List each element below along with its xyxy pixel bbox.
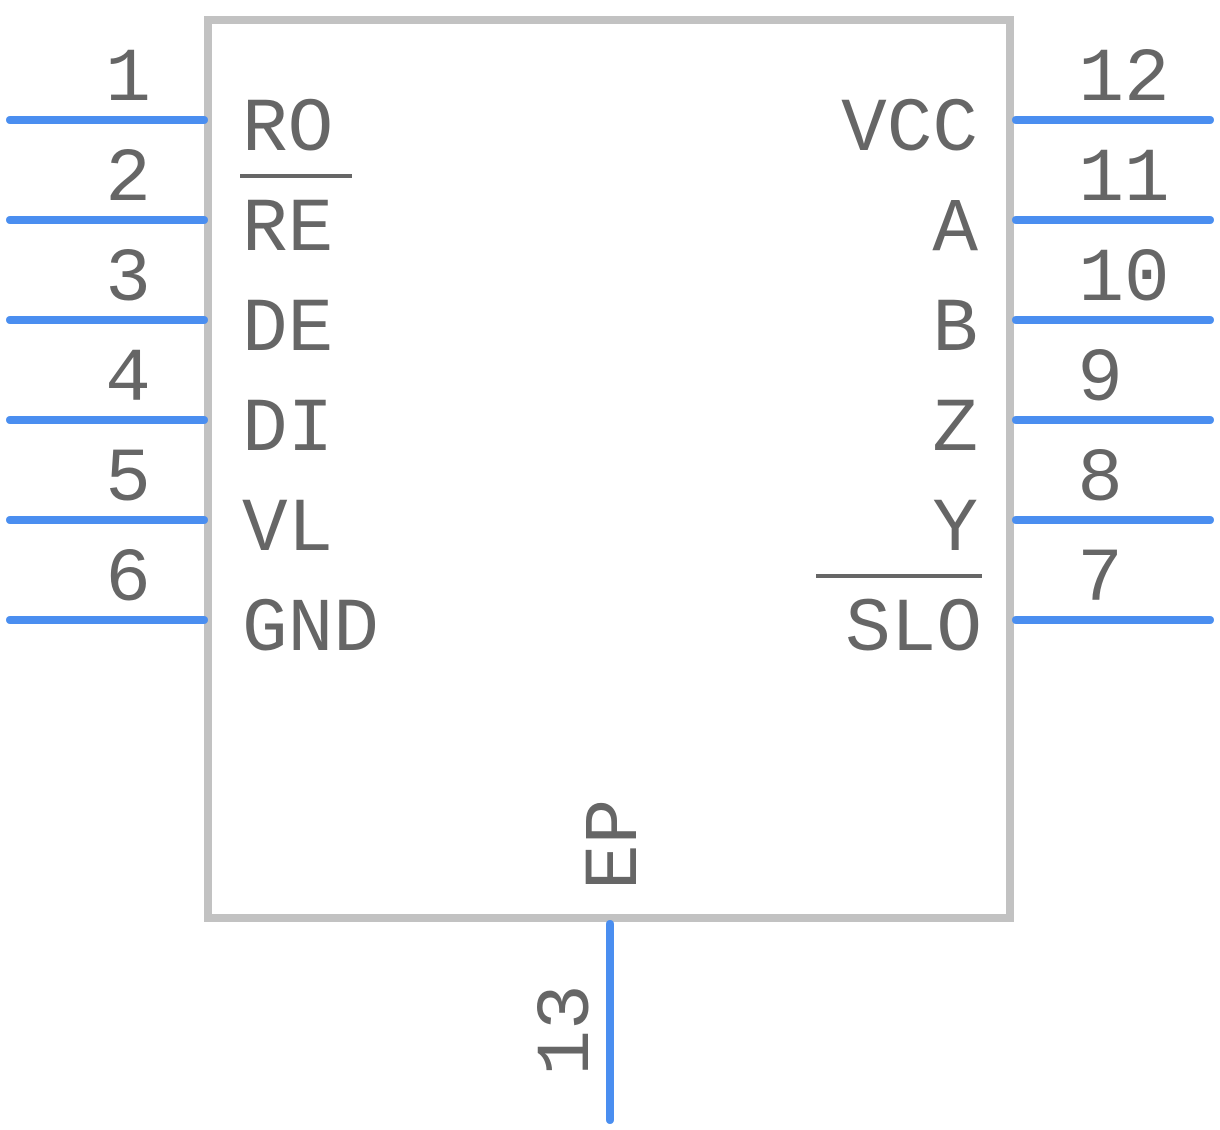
pin-9-number: 9 — [1077, 337, 1123, 423]
pin-6-name: GND — [242, 587, 379, 673]
pin-8-name: Y — [932, 487, 978, 573]
pin-12-name: VCC — [841, 87, 978, 173]
pin-7-name: SLO — [845, 587, 982, 673]
pin-8-number: 8 — [1077, 437, 1123, 523]
pin-13: EP 13 — [525, 799, 659, 1124]
component-body — [204, 16, 1014, 922]
pin-10: 10 B — [932, 237, 1214, 373]
pin-3-name: DE — [242, 287, 333, 373]
pin-4: 4 DI — [6, 337, 333, 473]
pin-4-number: 4 — [105, 337, 151, 423]
pin-5: 5 VL — [6, 437, 333, 573]
pin-4-name: DI — [242, 387, 333, 473]
pin-1-number: 1 — [105, 37, 151, 123]
pin-11-name: A — [932, 187, 978, 273]
pin-5-name: VL — [242, 487, 333, 573]
pin-1-name: RO — [242, 87, 333, 173]
pin-3-number: 3 — [105, 237, 151, 323]
pin-6-number: 6 — [105, 537, 151, 623]
pin-5-number: 5 — [105, 437, 151, 523]
pin-9: 9 Z — [932, 337, 1214, 473]
pin-2-name: RE — [242, 187, 333, 273]
pin-11-number: 11 — [1078, 137, 1169, 223]
left-pins: 1 RO 2 RE 3 DE 4 DI 5 VL 6 GND — [6, 37, 379, 673]
pin-1: 1 RO — [6, 37, 333, 173]
pin-7-number: 7 — [1077, 537, 1123, 623]
pin-3: 3 DE — [6, 237, 333, 373]
pin-9-name: Z — [932, 387, 978, 473]
pin-12: 12 VCC — [841, 37, 1214, 173]
pin-8: 8 Y — [932, 437, 1214, 573]
pin-10-number: 10 — [1078, 237, 1169, 323]
pin-2-number: 2 — [105, 137, 151, 223]
pin-13-number: 13 — [525, 984, 611, 1075]
pin-6: 6 GND — [6, 537, 379, 673]
pin-7: 7 SLO — [816, 537, 1214, 673]
pin-12-number: 12 — [1078, 37, 1169, 123]
right-pins: 12 VCC 11 A 10 B 9 Z 8 Y 7 SLO — [816, 37, 1214, 673]
pin-10-name: B — [932, 287, 978, 373]
pin-2: 2 RE — [6, 137, 352, 273]
pin-11: 11 A — [932, 137, 1214, 273]
pin-13-name: EP — [573, 799, 659, 890]
